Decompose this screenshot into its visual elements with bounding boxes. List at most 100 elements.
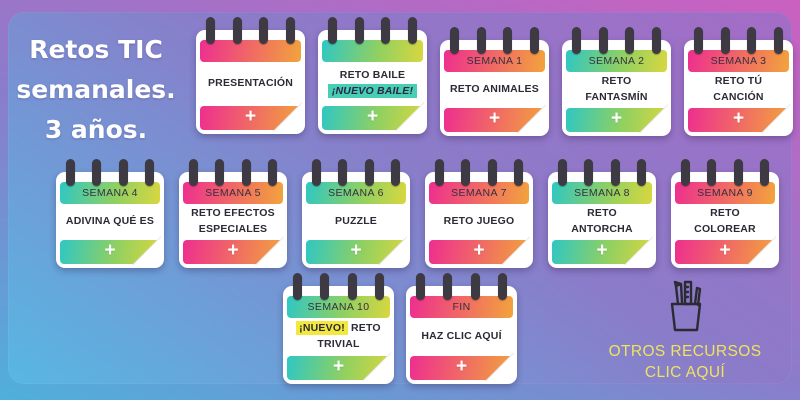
card-label: ADIVINA QUÉ ES — [60, 204, 160, 240]
card-label-line: RETO JUEGO — [444, 215, 515, 229]
binder-ring — [407, 17, 417, 44]
card-header-band: SEMANA 1 — [444, 50, 545, 72]
page-title: Retos TIC semanales. 3 años. — [6, 30, 186, 150]
card-header-band: SEMANA 10 — [287, 296, 390, 318]
label-text: ESPECIALES — [198, 223, 268, 235]
card-label: RETO EFECTOS ESPECIALES — [183, 204, 283, 240]
binder-ring — [338, 159, 348, 186]
plus-icon: + — [104, 240, 116, 261]
binder-rings — [681, 159, 769, 186]
label-text: TRIVIAL — [317, 338, 360, 350]
binder-ring — [636, 159, 646, 186]
card-header-band: SEMANA 9 — [675, 182, 775, 204]
binder-ring — [651, 27, 661, 54]
binder-rings — [694, 27, 783, 54]
label-text: ANTORCHA — [571, 223, 633, 235]
card-label: PUZZLE — [306, 204, 406, 240]
binder-ring — [497, 273, 507, 300]
card-label-line: CANCIÓN — [713, 91, 763, 105]
label-text: RETO — [710, 207, 740, 220]
label-text: PUZZLE — [334, 215, 378, 228]
highlighted-text: ¡NUEVO! — [296, 321, 348, 336]
plus-icon: + — [227, 240, 239, 261]
binder-ring — [206, 17, 215, 44]
card-reto-baile[interactable]: RETO BAILE¡NUEVO BAILE!+ — [318, 17, 427, 134]
plus-icon: + — [732, 108, 745, 129]
label-text: RETO — [601, 75, 632, 88]
other-resources-link[interactable]: OTROS RECURSOS CLIC AQUÍ — [596, 280, 774, 384]
card-header-band — [200, 40, 301, 62]
binder-ring — [720, 27, 730, 54]
label-text: RETO TÚ — [714, 75, 763, 88]
card-header-band: SEMANA 3 — [688, 50, 789, 72]
card-label-line: FANTASMÍN — [585, 91, 647, 105]
label-text: COLOREAR — [694, 223, 756, 235]
binder-ring — [558, 159, 567, 186]
card-header-band: SEMANA 2 — [566, 50, 667, 72]
resources-label-line: OTROS RECURSOS — [608, 343, 762, 361]
binder-ring — [487, 159, 497, 186]
binder-ring — [390, 159, 400, 186]
highlighted-text: ¡NUEVO BAILE! — [327, 84, 418, 98]
binder-rings — [293, 273, 384, 300]
binder-ring — [381, 17, 391, 44]
binder-ring — [66, 159, 75, 186]
binder-ring — [529, 27, 539, 54]
card-presentacion[interactable]: PRESENTACIÓN+ — [196, 17, 305, 134]
binder-rings — [572, 27, 661, 54]
binder-rings — [328, 17, 417, 44]
card-fin[interactable]: FIN HAZ CLIC AQUÍ + — [406, 273, 517, 384]
binder-ring — [707, 159, 717, 186]
card-semana-3[interactable]: SEMANA 3 RETO TÚ CANCIÓN + — [684, 27, 793, 136]
card-label: RETO COLOREAR — [675, 204, 775, 240]
binder-ring — [293, 273, 302, 300]
binder-ring — [773, 27, 783, 54]
card-label-line: ¡NUEVO! RETO — [296, 321, 381, 336]
binder-ring — [694, 27, 703, 54]
card-label-line: TRIVIAL — [317, 338, 359, 352]
binder-ring — [320, 273, 330, 300]
card-label: RETO FANTASMÍN — [566, 72, 667, 108]
card-label-line: ¡NUEVO BAILE! — [327, 84, 418, 99]
card-label-line: ANTORCHA — [571, 223, 633, 237]
binder-ring — [503, 27, 513, 54]
cards-row-3: SEMANA 10 ¡NUEVO! RETO TRIVIAL + FIN HAZ CLIC… — [283, 273, 517, 384]
card-label-line: HAZ CLIC AQUÍ — [421, 330, 501, 344]
label-text: CANCIÓN — [713, 91, 764, 103]
card-label-line: RETO EFECTOS — [191, 207, 275, 221]
card-label-line: RETO BAILE — [340, 69, 405, 83]
binder-ring — [215, 159, 225, 186]
binder-ring — [733, 159, 743, 186]
plus-icon: + — [244, 106, 257, 127]
binder-ring — [312, 159, 321, 186]
pencil-cup-icon — [596, 280, 774, 334]
plus-icon: + — [473, 240, 485, 261]
binder-ring — [328, 17, 337, 44]
plus-icon: + — [455, 356, 468, 377]
binder-ring — [513, 159, 523, 186]
binder-ring — [572, 27, 581, 54]
card-label: ¡NUEVO! RETO TRIVIAL — [287, 318, 390, 356]
binder-rings — [189, 159, 277, 186]
binder-ring — [118, 159, 128, 186]
binder-ring — [144, 159, 154, 186]
card-plus-button[interactable]: + — [200, 106, 301, 130]
card-plus-button[interactable]: + — [306, 240, 406, 264]
cards-row-1: PRESENTACIÓN+RETO BAILE¡NUEVO BAILE!+SEM… — [196, 17, 793, 136]
binder-rings — [206, 17, 295, 44]
card-header-band: FIN — [410, 296, 513, 318]
binder-ring — [416, 273, 425, 300]
binder-ring — [267, 159, 277, 186]
binder-ring — [470, 273, 480, 300]
binder-rings — [435, 159, 523, 186]
binder-ring — [241, 159, 251, 186]
